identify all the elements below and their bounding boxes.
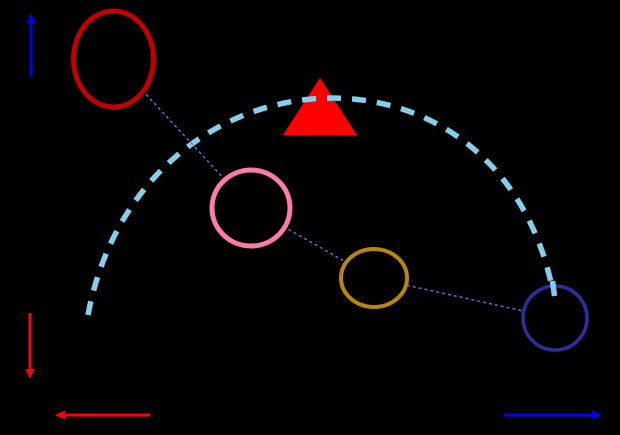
red-down-arrow-head: [25, 369, 35, 379]
blue-up-arrow-head: [26, 13, 36, 23]
blue-right-arrow: [504, 410, 602, 420]
dark-red-ellipse: [71, 8, 156, 110]
blue-right-arrow-head: [592, 410, 602, 420]
blue-up-arrow: [26, 13, 36, 77]
trajectory-arc: [85, 95, 556, 316]
arc-end-dash: [549, 280, 558, 297]
pink-circle: [209, 167, 293, 249]
red-left-arrow-head: [55, 410, 65, 420]
goldenrod-circle: [339, 247, 409, 309]
red-down-arrow: [25, 313, 35, 379]
red-triangle-marker: [283, 78, 357, 135]
red-left-arrow: [55, 410, 150, 420]
